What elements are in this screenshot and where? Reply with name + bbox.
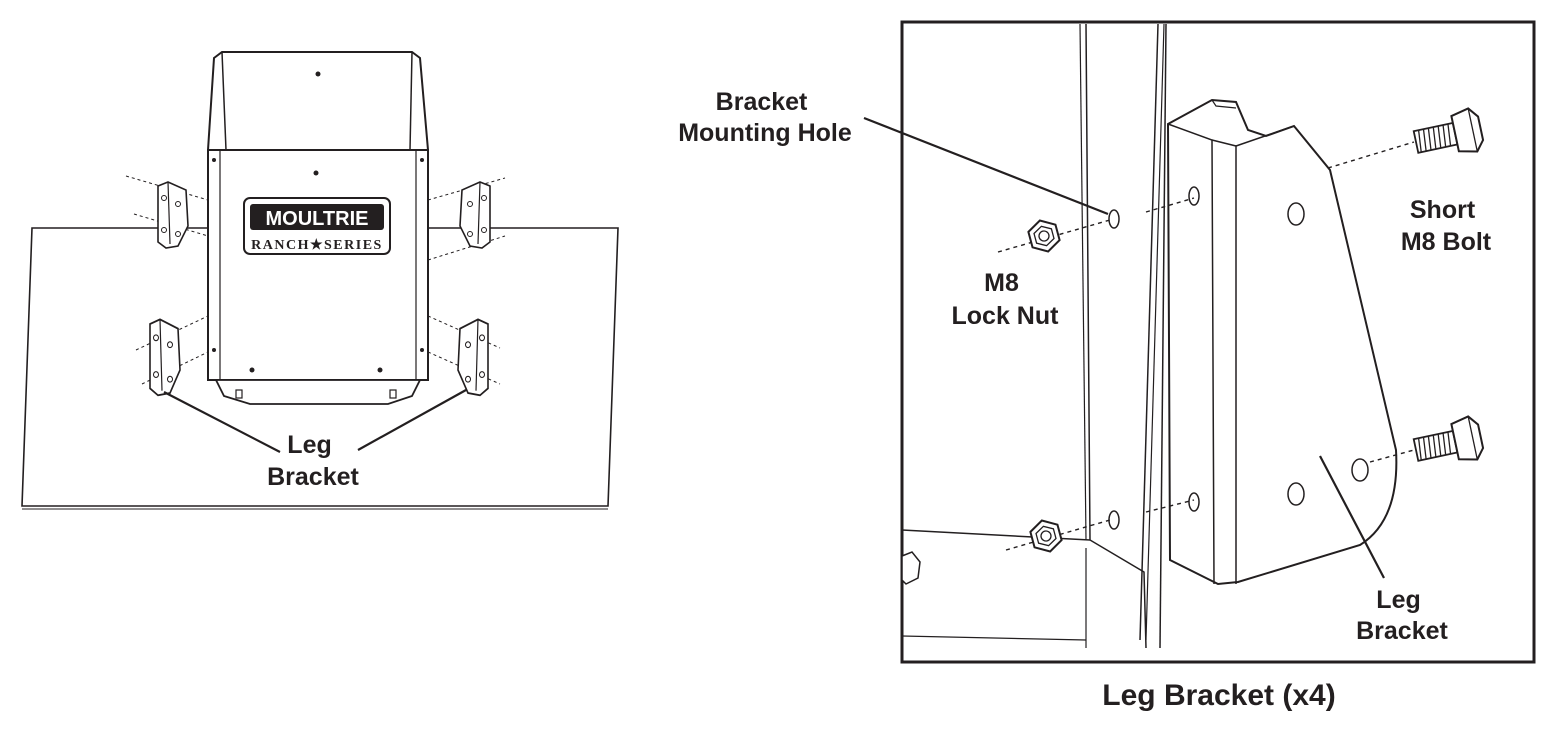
logo-series-text: RANCH★SERIES: [251, 237, 383, 253]
left-leg-bracket-label: Leg Bracket: [267, 431, 359, 491]
logo-brand-text: MOULTRIE: [266, 208, 369, 230]
left-assembly-view: MOULTRIE RANCH★SERIES Leg Bracket: [21, 51, 619, 510]
bracket-mounting-hole-label: Bracket Mounting Hole: [678, 88, 852, 147]
bracket-mounting-hole: [1108, 209, 1120, 229]
leg-bracket-large: [1166, 98, 1398, 586]
m8-lock-nut-label: M8 Lock Nut: [952, 269, 1060, 330]
moultrie-logo: MOULTRIE RANCH★SERIES: [243, 197, 391, 255]
figure-caption: Leg Bracket (x4): [1102, 679, 1335, 712]
right-leg-bracket-label: Leg Bracket: [1356, 586, 1448, 645]
right-detail-view: Bracket Mounting Hole M8 Lock Nut Short …: [678, 20, 1536, 664]
short-m8-bolt-label: Short M8 Bolt: [1401, 196, 1492, 256]
